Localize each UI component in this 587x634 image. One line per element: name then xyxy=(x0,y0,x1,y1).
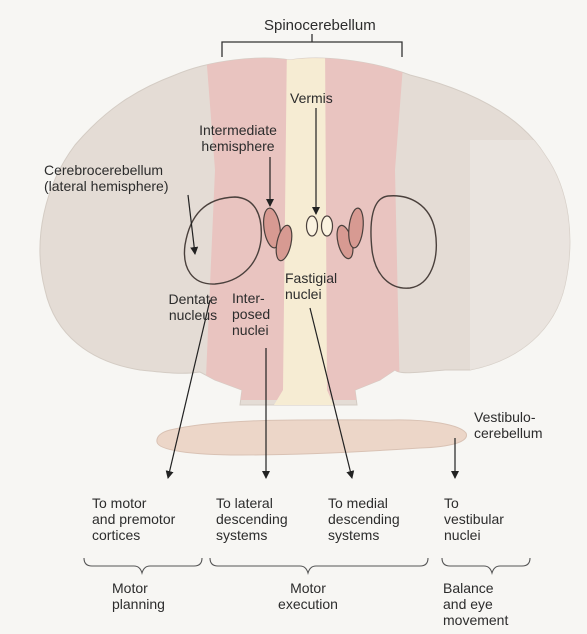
intermediate-hemisphere-label: Intermediate hemisphere xyxy=(168,122,308,154)
interposed-nuclei-label: Inter- posed nuclei xyxy=(232,290,270,338)
brace-motor-planning xyxy=(84,558,202,573)
target-medial-descending: To medial descending systems xyxy=(328,495,400,543)
target-lateral-descending: To lateral descending systems xyxy=(216,495,288,543)
vermis-label: Vermis xyxy=(290,90,333,106)
fastigial-nuclei-label: Fastigial nuclei xyxy=(285,270,337,302)
target-vestibular-nuclei: To vestibular nuclei xyxy=(444,495,504,543)
function-motor-execution: Motor execution xyxy=(262,580,354,612)
function-motor-planning: Motor planning xyxy=(112,580,165,612)
fastigial-nucleus-right xyxy=(322,216,333,236)
spinocerebellum-label: Spinocerebellum xyxy=(264,18,376,34)
dentate-nucleus-label: Dentate nucleus xyxy=(152,291,234,323)
brace-motor-execution xyxy=(210,558,428,573)
spinocerebellum-bracket xyxy=(222,34,402,57)
cerebrocerebellum-label: Cerebrocerebellum (lateral hemisphere) xyxy=(44,162,169,194)
vestibulocerebellum-label: Vestibulo- cerebellum xyxy=(474,409,542,441)
brace-balance xyxy=(442,558,530,573)
function-balance-eye: Balance and eye movement xyxy=(443,580,508,628)
fastigial-nucleus-left xyxy=(307,216,318,236)
target-motor-premotor: To motor and premotor cortices xyxy=(92,495,175,543)
vestibulocerebellum-band xyxy=(157,420,467,455)
